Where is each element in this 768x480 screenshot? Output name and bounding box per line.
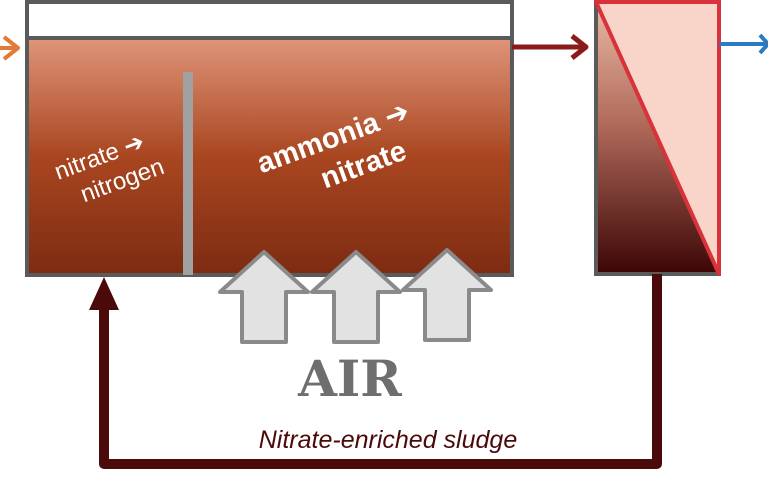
membrane-separator: [594, 0, 721, 276]
tank-headspace: [25, 0, 514, 40]
air-arrow-3: [401, 248, 493, 342]
sludge-recycle-line: [89, 274, 662, 469]
effluent-arrow: [719, 33, 768, 55]
air-label: AIR: [297, 349, 402, 408]
recycle-label: Nitrate-enriched sludge: [259, 426, 517, 454]
zone-divider: [183, 72, 193, 275]
inflow-arrow: [0, 35, 20, 61]
air-arrows: [218, 248, 493, 344]
transfer-arrow: [512, 34, 589, 60]
membrane-permeate-side: [594, 0, 721, 276]
recycle-arrowhead: [89, 277, 119, 310]
reactor-tank: [25, 0, 514, 277]
air-arrow-1: [218, 250, 310, 344]
air-arrow-2: [310, 250, 402, 344]
